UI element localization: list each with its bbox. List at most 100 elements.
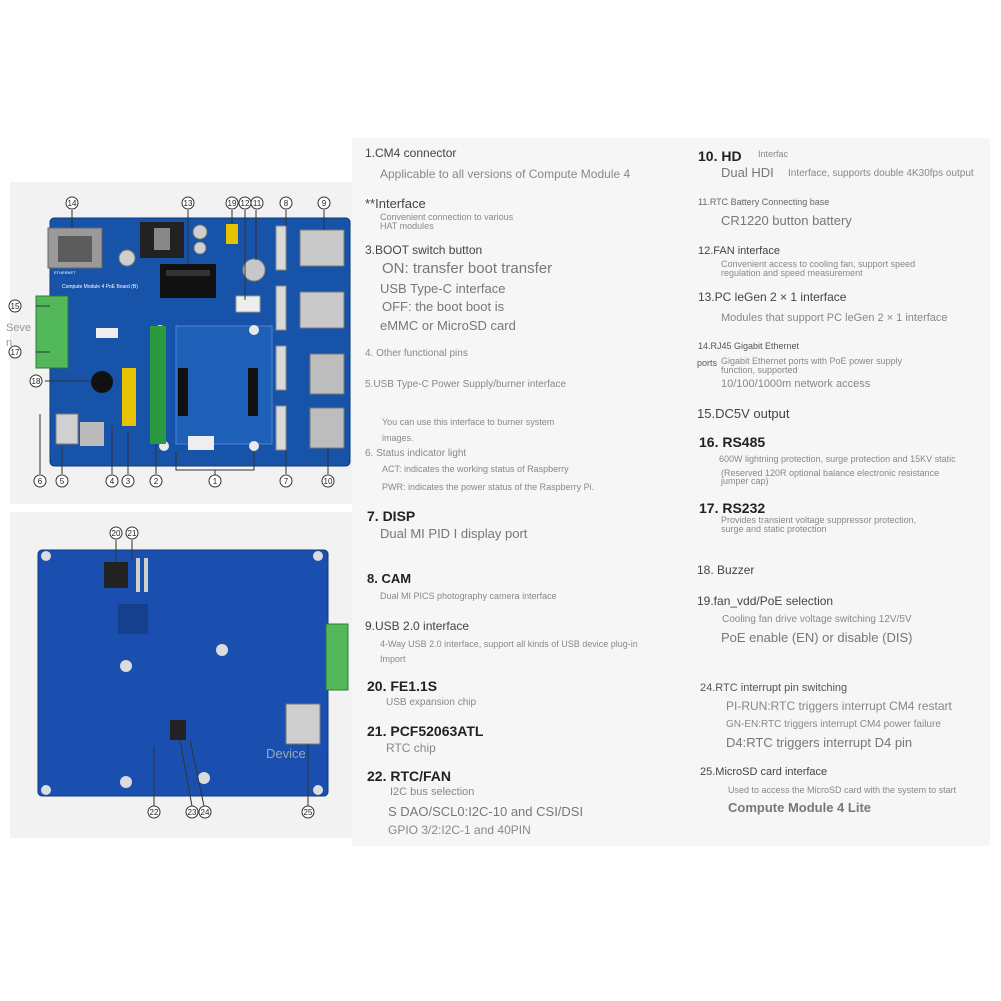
callout-3: 3 (126, 477, 131, 486)
item11-title: 11.RTC Battery Connecting base (698, 197, 830, 207)
item24-line1: PI-RUN:RTC triggers interrupt CM4 restar… (726, 699, 952, 713)
item14-desc-b: function, supported (721, 365, 798, 375)
item2-desc-b: HAT modules (380, 221, 434, 231)
terminal-block-bottom (325, 623, 349, 691)
leader-lines-top (36, 210, 329, 476)
item19-title: 19.fan_vdd/PoE selection (697, 594, 834, 608)
cm4-connector-left (178, 368, 188, 416)
item5-title: 5.USB Type-C Power Supply/burner interfa… (365, 379, 567, 390)
item11-desc: CR1220 button battery (721, 213, 852, 228)
item10-line1: Dual HDI (721, 165, 774, 180)
item8-title: 8. CAM (367, 571, 412, 586)
item3-line4: eMMC or MicroSD card (380, 318, 516, 333)
callout-13: 13 (184, 199, 193, 208)
leader-lines-bottom (115, 540, 309, 807)
callout-5: 5 (60, 477, 65, 486)
item16-title: 16. RS485 (699, 434, 766, 450)
pcie-slot (160, 264, 216, 298)
fpc-connector-2 (275, 285, 287, 331)
callout-7: 7 (284, 477, 289, 486)
board-top-figure: ETHERNET Compute Module 4 PoE Board (B) (0, 0, 352, 500)
capacitor-2 (192, 224, 208, 240)
item6-line1: ACT: indicates the working status of Ras… (382, 464, 569, 474)
capacitor-3 (193, 241, 207, 255)
item14-desc-c: 10/100/1000m network access (721, 378, 871, 390)
callout-15: 15 (11, 302, 20, 311)
mount-hole-2 (249, 325, 259, 335)
label-sticker (188, 436, 214, 450)
jumper-block (96, 328, 118, 338)
item25-title: 25.MicroSD card interface (700, 766, 828, 778)
item22-line2: S DAO/SCL0:I2C-10 and CSI/DSI (388, 804, 584, 819)
callout-1: 1 (213, 477, 218, 486)
item8-desc: Dual MI PICS photography camera interfac… (380, 591, 557, 601)
item24-title: 24.RTC interrupt pin switching (700, 682, 848, 694)
ethernet-label: ETHERNET (54, 270, 76, 275)
microsd-slot (285, 703, 321, 745)
item25-brand: Compute Module 4 Lite (728, 800, 871, 815)
callout-21: 21 (128, 529, 137, 538)
item6-title: 6. Status indicator light (365, 448, 467, 459)
rtc-switch (170, 720, 186, 740)
item22-line3: GPIO 3/2:I2C-1 and 40PIN (388, 823, 531, 837)
poe-inductor (154, 228, 170, 250)
item14-desc-a: Gigabit Ethernet ports with PoE power su… (721, 356, 903, 366)
terminal-block-top (35, 295, 69, 369)
item19-line1: Cooling fan drive voltage switching 12V/… (722, 614, 912, 625)
item17-title: 17. RS232 (699, 500, 766, 516)
item15-title: 15.DC5V output (697, 406, 790, 421)
item1-title: 1.CM4 connector (365, 146, 457, 160)
overlay-seve: Seve (6, 322, 31, 334)
item21-title: 21. PCF52063ATL (367, 723, 484, 739)
item16-desc-c: jumper cap) (721, 476, 769, 486)
callout-2: 2 (154, 477, 159, 486)
callout-17: 17 (11, 348, 20, 357)
cm4-connector-right (248, 368, 258, 416)
board-title-label: Compute Module 4 PoE Board (B) (62, 284, 138, 290)
item18-title: 18. Buzzer (697, 563, 755, 577)
item17-desc-b: surge and static protection (721, 524, 827, 534)
item17-desc-a: Provides transient voltage suppressor pr… (721, 515, 917, 525)
callout-12: 12 (241, 199, 250, 208)
usb-port-1 (299, 229, 345, 267)
item13-title: 13.PC leGen 2 × 1 interface (698, 290, 847, 304)
item21-desc: RTC chip (386, 741, 436, 755)
hdmi-port-2 (309, 407, 345, 449)
callout-18: 18 (32, 377, 41, 386)
callout-10: 10 (324, 477, 333, 486)
item25-desc: Used to access the MicroSD card with the… (728, 785, 957, 795)
gpio-header-green (150, 326, 166, 444)
board-bottom-figure: 20 21 22 23 24 25 Device (0, 500, 352, 840)
item9-desc-b: Import (380, 654, 406, 664)
item5-desc-a: You can use this interface to burner sys… (382, 417, 555, 427)
item7-desc: Dual MI PID I display port (380, 526, 528, 541)
item5-desc-b: images. (382, 433, 414, 443)
item14-ports: ports (697, 358, 718, 368)
usb-chip (104, 562, 128, 588)
callout-22: 22 (150, 808, 159, 817)
pcie-slot-inner (166, 270, 210, 276)
callout-6: 6 (38, 477, 43, 486)
component-strip-1 (136, 558, 140, 592)
fan-connector (235, 295, 261, 313)
item12-desc-a: Convenient access to cooling fan, suppor… (721, 259, 916, 269)
hdmi-port-1 (309, 353, 345, 395)
item1-desc: Applicable to all versions of Compute Mo… (380, 167, 631, 181)
item20-desc: USB expansion chip (386, 697, 477, 708)
item12-title: 12.FAN interface (698, 245, 780, 257)
overlay-n: n (6, 337, 12, 349)
component-strip-2 (144, 558, 148, 592)
callout-9: 9 (322, 199, 327, 208)
item20-title: 20. FE1.1S (367, 678, 438, 694)
usb-port-2 (299, 291, 345, 329)
item10-line2: Interface, supports double 4K30fps outpu… (788, 168, 974, 179)
item9-title: 9.USB 2.0 interface (365, 619, 470, 633)
board-bottom-svg: 20 21 22 23 24 25 Device (37, 526, 349, 819)
item4-title: 4. Other functional pins (365, 348, 468, 359)
callout-14: 14 (68, 199, 77, 208)
function-pins-yellow (122, 368, 136, 426)
callout-25: 25 (304, 808, 313, 817)
text-panel-background (352, 138, 990, 846)
fan-jumper (226, 224, 238, 244)
item13-desc: Modules that support PC leGen 2 × 1 inte… (721, 312, 948, 324)
